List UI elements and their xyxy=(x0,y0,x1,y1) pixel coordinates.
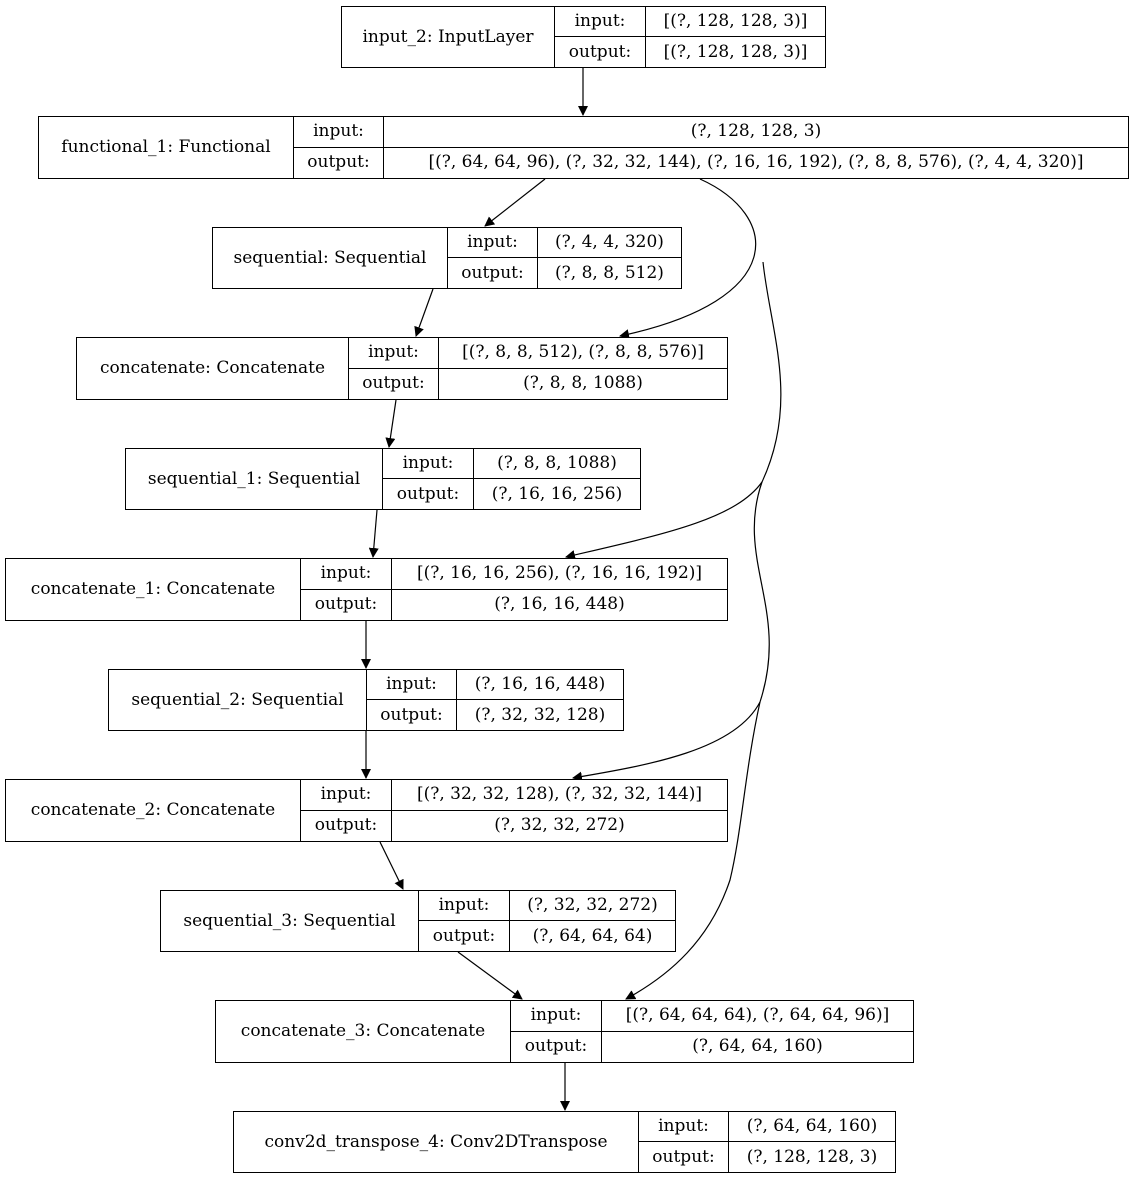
output-shape: (?, 16, 16, 448) xyxy=(494,594,625,615)
input-label: input: xyxy=(383,449,474,479)
output-shape: [(?, 64, 64, 96), (?, 32, 32, 144), (?, … xyxy=(428,152,1084,173)
input-shape: (?, 32, 32, 272) xyxy=(510,891,675,921)
node-name: sequential_1: Sequential xyxy=(126,449,383,509)
input-label: input: xyxy=(555,7,646,37)
input-shape: (?, 128, 128, 3) xyxy=(384,117,1128,148)
input-shape: [(?, 16, 16, 256), (?, 16, 16, 192)] xyxy=(392,559,727,590)
edge-functional1-to-concatenate1 xyxy=(565,261,782,560)
output-label: output: xyxy=(555,37,646,67)
output-label: output: xyxy=(511,1031,602,1062)
edge-sequential-to-concatenate xyxy=(414,288,434,337)
node-sequential-1: sequential_1: Sequential input: (?, 8, 8… xyxy=(125,448,641,510)
node-conv2d-transpose-4: conv2d_transpose_4: Conv2DTranspose inpu… xyxy=(233,1111,896,1173)
node-concatenate-1: concatenate_1: Concatenate input: [(?, 1… xyxy=(5,558,728,621)
input-label: input: xyxy=(301,559,392,590)
input-label: input: xyxy=(367,670,457,700)
output-label: output: xyxy=(448,258,538,288)
output-shape: [(?, 128, 128, 3)] xyxy=(663,41,808,62)
output-label: output: xyxy=(349,368,439,399)
node-name: input_2: InputLayer xyxy=(342,7,555,67)
edge-functional1-to-concatenate2 xyxy=(572,481,770,782)
input-shape: (?, 8, 8, 1088) xyxy=(474,449,640,479)
edge-concatenate-to-sequential1 xyxy=(385,399,397,448)
node-name: concatenate: Concatenate xyxy=(77,338,349,399)
node-sequential: sequential: Sequential input: (?, 4, 4, … xyxy=(212,227,682,289)
output-shape: (?, 64, 64, 64) xyxy=(532,925,653,946)
input-shape: (?, 4, 4, 320) xyxy=(538,228,681,258)
output-shape: (?, 8, 8, 512) xyxy=(555,262,664,283)
edge-functional1-to-sequential xyxy=(484,178,546,227)
output-label: output: xyxy=(294,147,384,178)
edge-functional1-to-concatenate xyxy=(619,178,757,340)
output-shape: (?, 8, 8, 1088) xyxy=(523,373,643,394)
input-shape: [(?, 8, 8, 512), (?, 8, 8, 576)] xyxy=(439,338,727,369)
input-label: input: xyxy=(294,117,384,148)
output-label: output: xyxy=(301,810,392,841)
output-shape: (?, 128, 128, 3) xyxy=(746,1146,878,1167)
node-name: conv2d_transpose_4: Conv2DTranspose xyxy=(234,1112,639,1172)
node-name: concatenate_2: Concatenate xyxy=(6,780,301,841)
input-shape: (?, 64, 64, 160) xyxy=(729,1112,895,1142)
node-input-2: input_2: InputLayer input: [(?, 128, 128… xyxy=(341,6,826,68)
output-label: output: xyxy=(419,921,510,951)
edge-sequential1-to-concatenate1 xyxy=(368,509,379,558)
node-name: concatenate_1: Concatenate xyxy=(6,559,301,620)
node-sequential-3: sequential_3: Sequential input: (?, 32, … xyxy=(160,890,676,952)
output-label: output: xyxy=(367,700,457,730)
node-name: functional_1: Functional xyxy=(39,117,294,178)
input-label: input: xyxy=(511,1001,602,1032)
input-shape: [(?, 32, 32, 128), (?, 32, 32, 144)] xyxy=(392,780,727,811)
output-label: output: xyxy=(383,479,474,509)
node-concatenate-3: concatenate_3: Concatenate input: [(?, 6… xyxy=(215,1000,914,1063)
input-shape: (?, 16, 16, 448) xyxy=(457,670,623,700)
output-label: output: xyxy=(301,589,392,620)
input-shape: [(?, 64, 64, 64), (?, 64, 64, 96)] xyxy=(602,1001,913,1032)
output-label: output: xyxy=(639,1142,729,1172)
node-name: sequential_2: Sequential xyxy=(109,670,367,730)
node-concatenate-2: concatenate_2: Concatenate input: [(?, 3… xyxy=(5,779,728,842)
edge-concatenate2-to-sequential3 xyxy=(379,841,404,890)
input-label: input: xyxy=(419,891,510,921)
input-label: input: xyxy=(349,338,439,369)
output-shape: (?, 32, 32, 272) xyxy=(494,815,625,836)
output-shape: (?, 64, 64, 160) xyxy=(692,1036,823,1057)
input-label: input: xyxy=(639,1112,729,1142)
node-sequential-2: sequential_2: Sequential input: (?, 16, … xyxy=(108,669,624,731)
node-functional-1: functional_1: Functional input: (?, 128,… xyxy=(38,116,1129,179)
input-label: input: xyxy=(448,228,538,258)
edge-sequential3-to-concatenate3 xyxy=(457,951,523,1000)
node-concatenate: concatenate: Concatenate input: [(?, 8, … xyxy=(76,337,728,400)
edge-functional1-to-concatenate3 xyxy=(625,701,761,1000)
input-label: input: xyxy=(301,780,392,811)
node-name: concatenate_3: Concatenate xyxy=(216,1001,511,1062)
input-shape: [(?, 128, 128, 3)] xyxy=(646,7,825,37)
output-shape: (?, 32, 32, 128) xyxy=(474,704,606,725)
node-name: sequential: Sequential xyxy=(213,228,448,288)
node-name: sequential_3: Sequential xyxy=(161,891,419,951)
output-shape: (?, 16, 16, 256) xyxy=(491,483,623,504)
